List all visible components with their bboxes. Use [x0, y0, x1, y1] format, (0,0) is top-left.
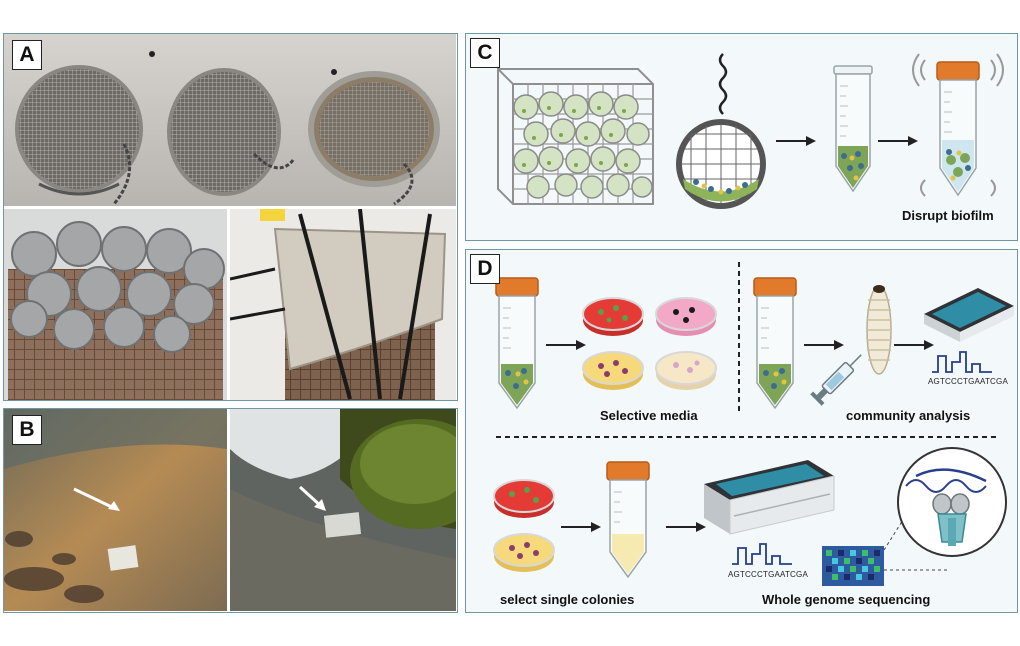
dna-sequence-top: AGTCCCTGAATCGA — [928, 377, 1008, 386]
vortex-tube-icon — [912, 53, 1004, 197]
petri-dish-pink — [655, 297, 717, 336]
horizontal-divider — [496, 436, 996, 438]
stream-left-drawing — [4, 409, 227, 611]
falcon-tube-icon-d2 — [753, 277, 797, 410]
dna-sequence-bottom: AGTCCCTGAATCGA — [728, 570, 808, 579]
arrow-icon-2 — [878, 136, 918, 146]
community-analysis-caption: community analysis — [846, 408, 971, 423]
arrow-icon-d3 — [894, 340, 934, 350]
panel-a-label: A — [12, 40, 42, 70]
petri-dish-red-bottom — [493, 479, 555, 518]
petri-dish-yellow-bottom — [493, 533, 555, 572]
panel-b-label: B — [12, 415, 42, 445]
stream-photo-right — [230, 409, 456, 611]
syringe-icon — [810, 354, 862, 406]
tea-infuser-photo — [4, 34, 456, 206]
arrow-icon-d2 — [804, 340, 844, 350]
tea-infuser-drawing — [4, 34, 456, 206]
infuser-ball-icon — [676, 53, 766, 209]
falcon-tube-icon — [833, 65, 873, 193]
select-single-colonies-caption: select single colonies — [500, 592, 635, 607]
chromatogram-icon-bottom — [732, 543, 792, 565]
arrow-icon-d5 — [666, 522, 706, 532]
falcon-tube-icon-d3 — [606, 461, 650, 579]
covered-basket-drawing — [230, 209, 456, 400]
arrow-icon-d4 — [561, 522, 601, 532]
ribosome-icon — [897, 447, 1007, 557]
arrow-icon — [776, 136, 816, 146]
arrow-icon-d1 — [546, 340, 586, 350]
stream-photo-left — [4, 409, 227, 611]
panel-a: A — [3, 33, 458, 401]
heatmap-icon — [822, 546, 884, 586]
larva-icon — [866, 285, 892, 375]
vertical-divider — [738, 262, 740, 412]
petri-dish-cream — [655, 351, 717, 390]
petri-dish-yellow — [582, 351, 644, 390]
panel-d-label: D — [470, 254, 500, 284]
disrupt-biofilm-caption: Disrupt biofilm — [902, 208, 994, 223]
whole-genome-sequencing-caption: Whole genome sequencing — [762, 592, 931, 607]
sequencer-icon-small — [924, 288, 1014, 342]
chromatogram-icon-top — [932, 351, 992, 373]
panel-b: B — [3, 408, 458, 613]
covered-basket-photo — [230, 209, 456, 400]
sequencer-icon-large — [704, 460, 835, 535]
mesh-cage-icon — [497, 68, 654, 205]
falcon-tube-icon-d1 — [495, 277, 539, 410]
panel-c: Disrupt biofilm C — [465, 33, 1018, 241]
petri-dish-red — [582, 297, 644, 336]
selective-media-caption: Selective media — [600, 408, 698, 423]
panel-c-label: C — [470, 38, 500, 68]
basket-infusers-photo — [4, 209, 227, 400]
panel-d: Selective media — [465, 249, 1018, 613]
stream-right-drawing — [230, 409, 456, 611]
basket-infusers-drawing — [4, 209, 227, 400]
